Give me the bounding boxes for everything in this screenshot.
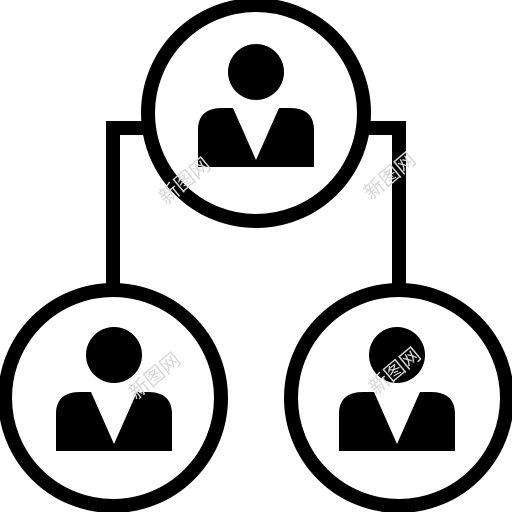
right-connector <box>360 121 406 287</box>
bottom-right-person-node <box>284 283 512 512</box>
connector-lines <box>106 121 406 287</box>
bottom-left-person-node <box>0 283 228 512</box>
watermark-text: 新图网 <box>359 147 420 204</box>
bottom-right-node-circle <box>284 283 512 512</box>
bottom-left-person-icon <box>56 327 172 451</box>
bottom-left-node-circle <box>0 283 228 512</box>
top-person-node <box>141 0 371 228</box>
top-person-icon <box>198 44 314 167</box>
bottom-right-person-icon <box>339 327 455 451</box>
left-connector <box>106 121 152 287</box>
